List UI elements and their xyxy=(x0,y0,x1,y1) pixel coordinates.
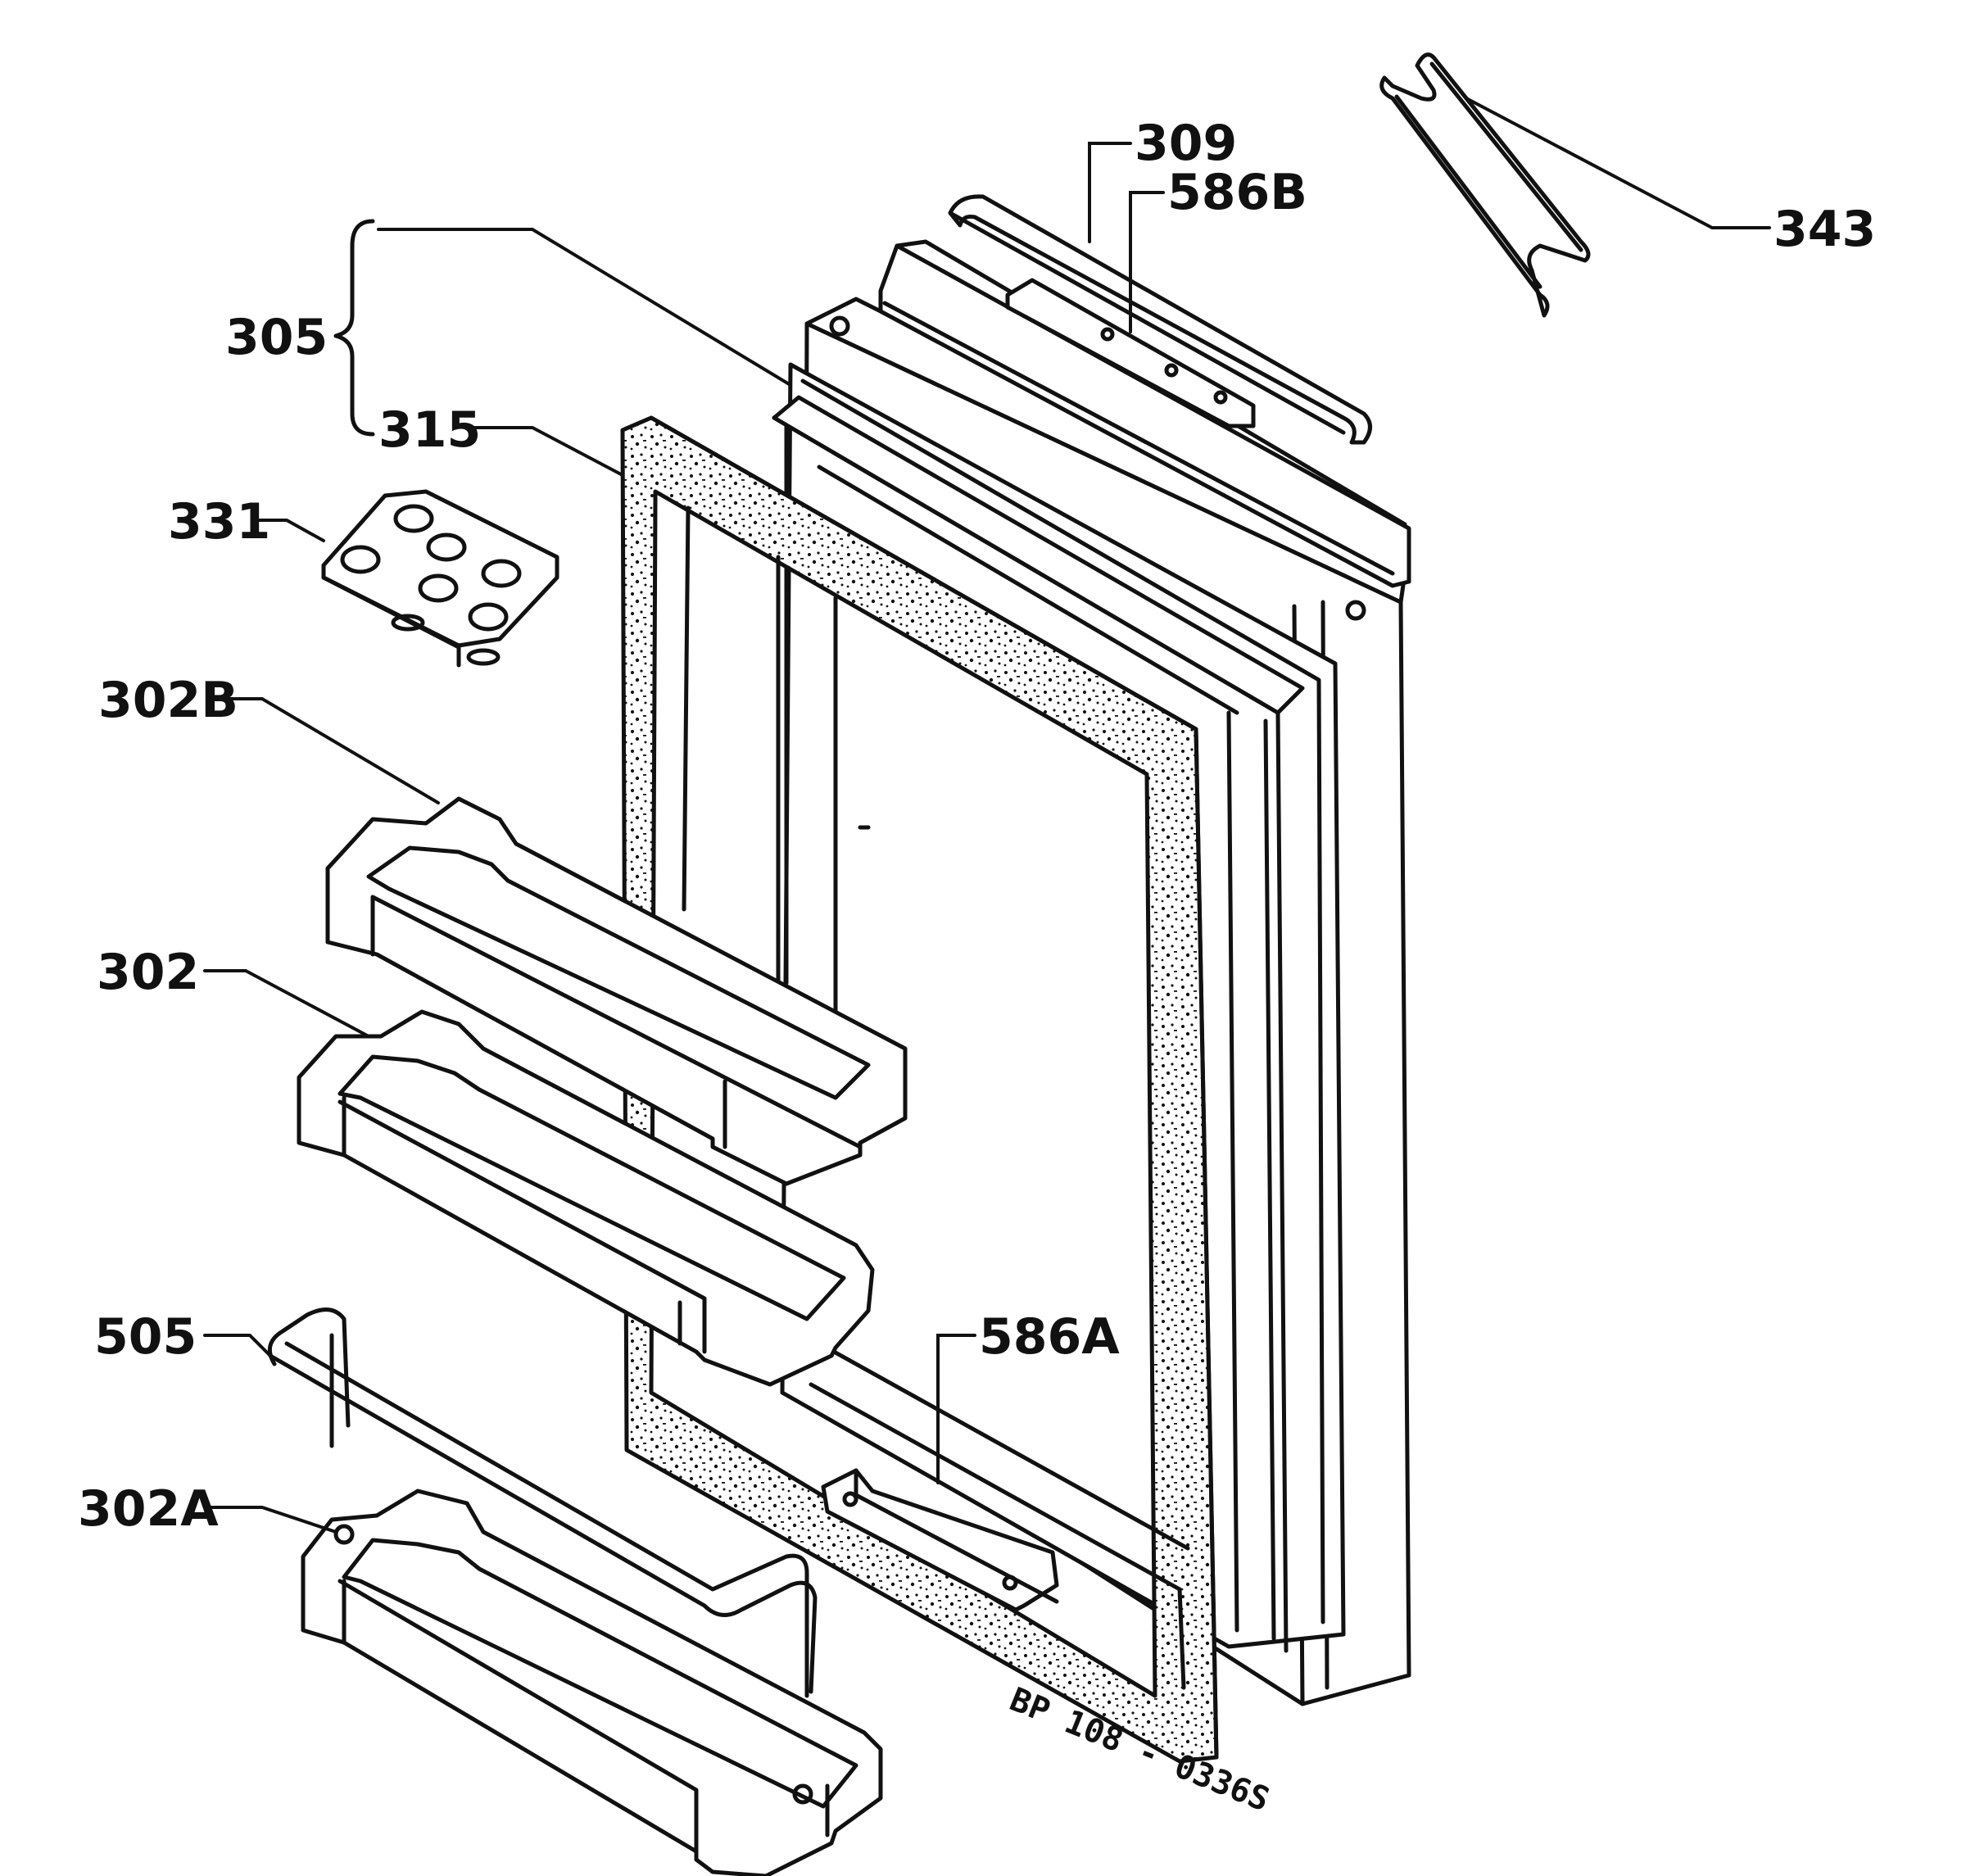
label-309: 309 xyxy=(1135,115,1237,172)
label-302b: 302B xyxy=(98,672,238,729)
label-302: 302 xyxy=(97,944,199,1001)
top-rail xyxy=(878,239,1411,588)
part-331-egg-tray xyxy=(321,489,559,668)
brace-305 xyxy=(333,219,375,437)
callout-leaders xyxy=(203,97,1771,1534)
part-586b-bracket xyxy=(1005,278,1256,428)
part-302b-shelf xyxy=(325,796,908,1186)
label-586b: 586B xyxy=(1167,164,1307,221)
label-343: 343 xyxy=(1773,201,1876,258)
part-343-hinge-clip xyxy=(1379,52,1591,318)
label-505: 505 xyxy=(94,1308,197,1366)
label-302a: 302A xyxy=(78,1480,219,1538)
part-586a-bracket xyxy=(821,1468,1059,1612)
part-302a-shelf xyxy=(301,1489,883,1876)
label-331: 331 xyxy=(168,493,270,551)
label-586a: 586A xyxy=(979,1308,1120,1366)
part-505-wire-rail xyxy=(267,1307,818,1698)
part-302-shelf xyxy=(297,1009,875,1387)
label-305: 305 xyxy=(225,309,328,366)
door-gasket-315 xyxy=(620,415,1219,1764)
label-315: 315 xyxy=(378,401,481,459)
part-309-top-strip xyxy=(948,194,1372,445)
